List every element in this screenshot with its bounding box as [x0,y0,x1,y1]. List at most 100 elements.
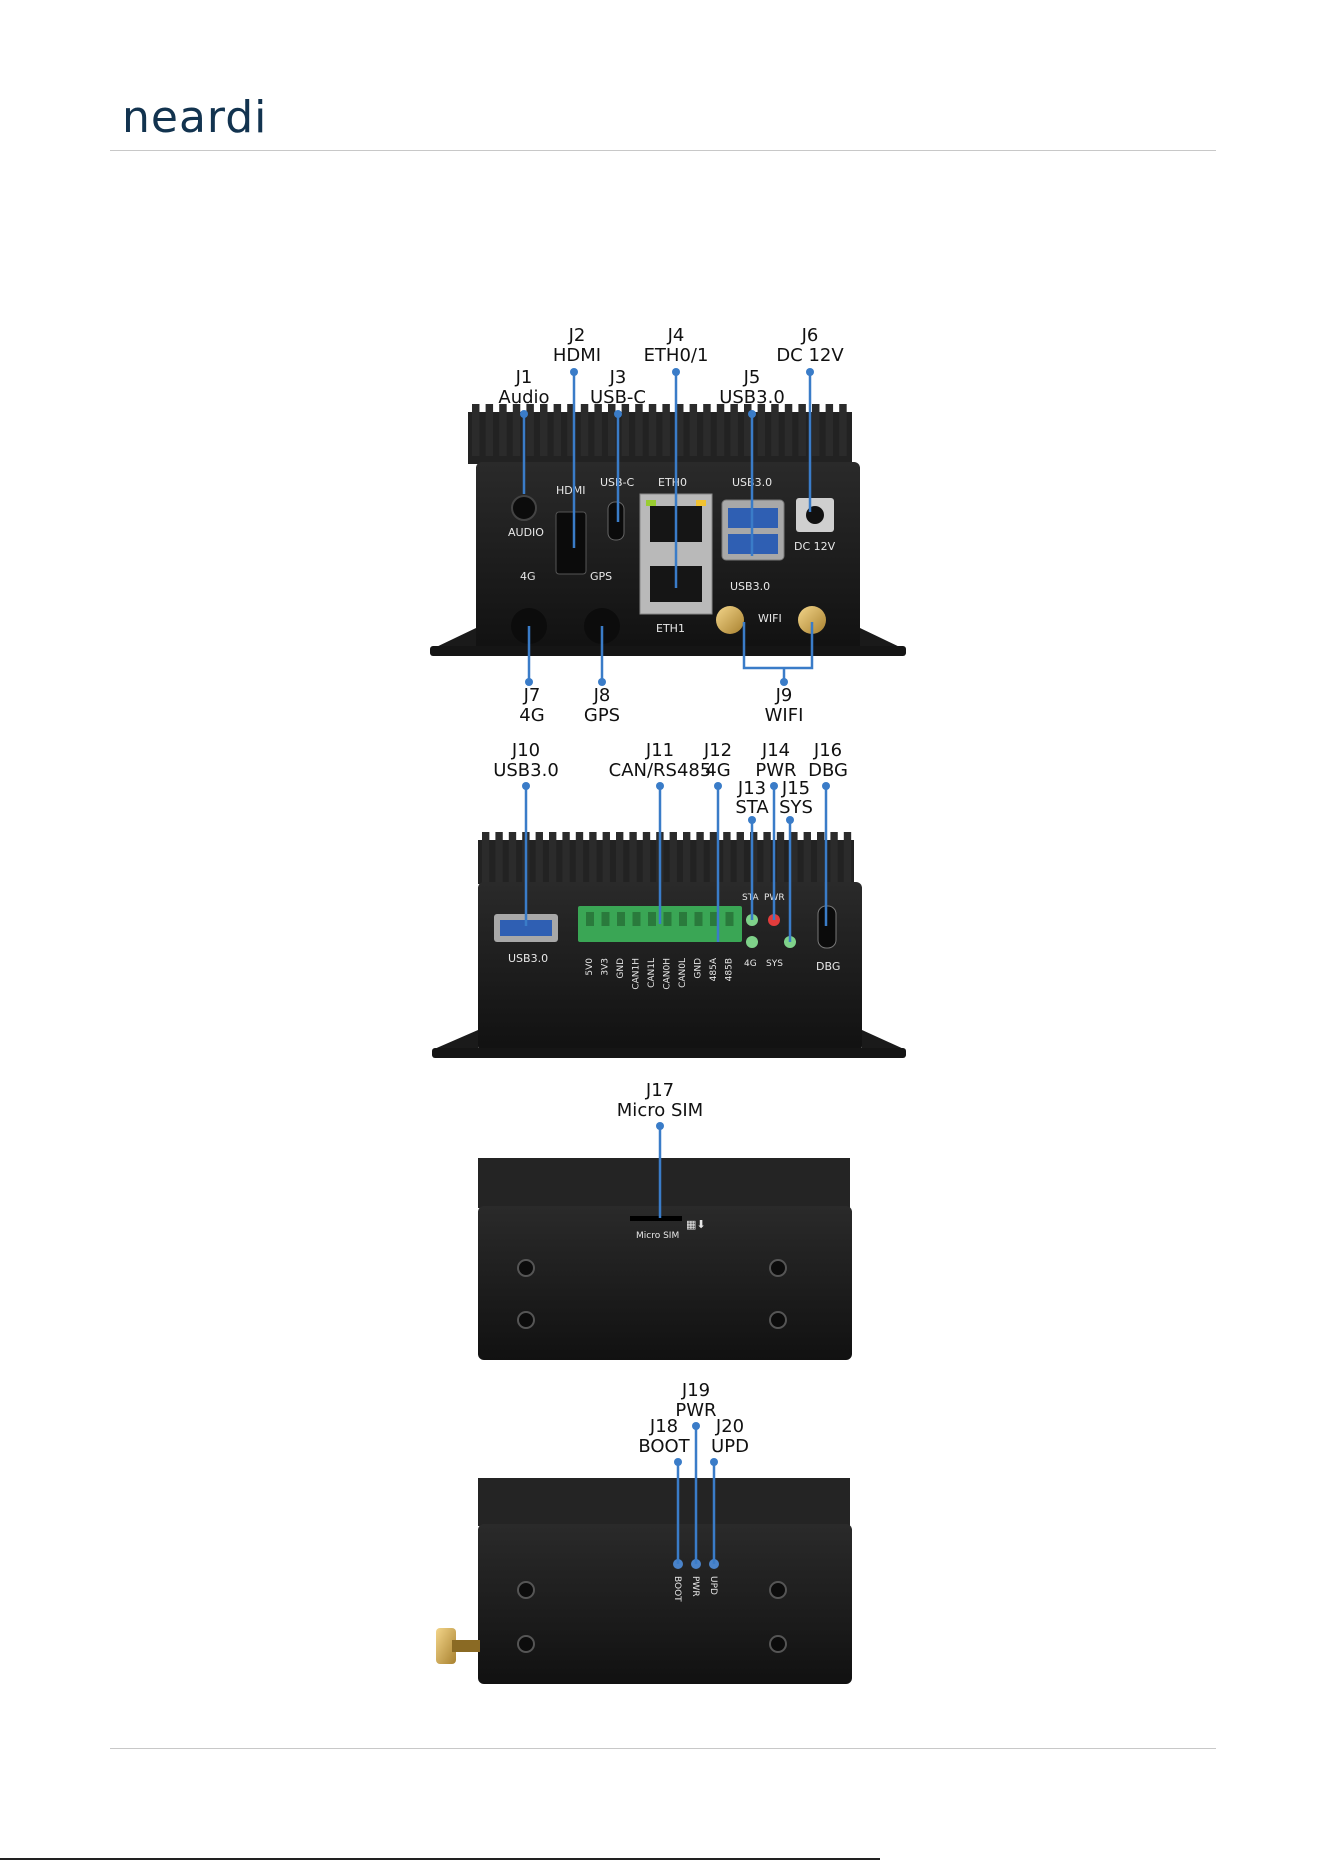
callout-id: J7 [523,685,541,706]
heatsink-fin [676,404,684,456]
callout-id: J8 [593,685,611,706]
heatsink-fin [482,832,490,884]
heatsink-fin [575,832,584,884]
callout-j7: J7 4G [519,685,544,726]
callout-label: 4G [705,760,730,781]
side-view-buttons: BOOT PWR UPD J18 BOOT J19 PWR J20 UPD [436,1380,852,1684]
callout-j1: J1 Audio [498,367,549,408]
usb-c-port [607,501,625,541]
callout-j18: J18 BOOT [638,1416,690,1457]
heatsink-fin [812,404,820,456]
callout-label: Audio [498,387,549,408]
footer-bar [0,1858,880,1860]
micro-sim-slot [630,1216,682,1221]
callout-label: USB-C [590,387,646,408]
side-view-sim: Micro SIM ▦⬇ J17 Micro SIM [478,1080,852,1360]
callout-j14: J14 PWR [755,740,796,781]
heatsink-fin [662,404,670,456]
callout-j2: J2 HDMI [553,325,601,366]
heatsink-fin [472,404,480,456]
antenna-wifi-2 [798,606,826,634]
callout-j10: J10 USB3.0 [493,740,559,781]
heatsink-fin [830,832,838,884]
heatsink-fin [629,832,637,884]
heatsink-fin [716,404,725,456]
callout-label: CAN/RS485 [609,760,712,781]
front-view: AUDIO HDMI USB-C ETH0 ETH1 USB3.0 USB3.0… [430,325,906,726]
callout-label: HDMI [553,345,601,366]
callout-label: SYS [779,797,813,818]
callout-j15: J15 SYS [779,778,813,818]
silk-eth0: ETH0 [658,476,687,489]
heatsink-fin [526,404,534,456]
heatsink-fin [763,832,771,884]
silk-micro-sim: Micro SIM [636,1231,679,1241]
terminal-pin-label: CAN0H [663,958,673,990]
heatsink-fin [495,832,503,884]
terminal-screw [725,912,734,926]
terminal-pin-label: 3V3 [601,958,611,976]
heatsink-fin [508,832,517,884]
callout-j19: J19 PWR [675,1380,716,1421]
callout-id: J5 [743,367,761,388]
heatsink-fin [485,404,494,456]
callout-label: ETH0/1 [644,345,709,366]
callout-id: J20 [715,1416,744,1437]
silk-4g-led: 4G [744,959,757,969]
heatsink-fin [553,404,562,456]
heatsink-fin [616,832,624,884]
heatsink-fin [803,832,811,884]
brand-logo: neardi [122,92,268,143]
silk-gps: GPS [590,570,612,583]
callout-id: J10 [511,740,540,761]
heatsink-fin [744,404,752,456]
callout-id: J15 [781,778,810,799]
callout-label: DC 12V [776,345,844,366]
terminal-pin-label: GND [616,958,626,979]
heatsink-fin [689,404,698,456]
callout-id: J18 [649,1416,678,1437]
callout-id: J2 [568,325,586,346]
terminal-screw [663,912,672,926]
callout-id: J3 [609,367,627,388]
heatsink-fin [825,404,834,456]
heatsink-fin [540,404,548,456]
terminal-screw [632,912,641,926]
side-chassis-2 [478,1524,852,1684]
heatsink-fin [642,832,651,884]
silk-dbg: DBG [816,960,840,973]
header-divider [110,150,1216,151]
footer-divider [110,1748,1216,1749]
terminal-screw [601,912,610,926]
led-4g [746,936,758,948]
terminal-screw [679,912,687,926]
side-antenna-connector [436,1628,456,1664]
heatsink-fin [696,832,704,884]
heatsink-fin [562,832,570,884]
heatsink-fin [798,404,806,456]
heatsink-fin [567,404,575,456]
callout-j12: J12 4G [703,740,732,781]
heatsink-fin [549,832,557,884]
terminal-screw [648,912,656,926]
audio-jack [511,495,537,521]
callout-id: J19 [681,1380,710,1401]
silk-usb3-bottom: USB3.0 [730,580,770,593]
silk-pwr-side: PWR [690,1576,700,1597]
callout-id: J9 [775,685,793,706]
sim-insert-icon: ▦⬇ [686,1218,706,1231]
terminal-pin-label: CAN1H [632,958,642,990]
silk-sys-led: SYS [766,959,783,969]
callout-label: USB3.0 [719,387,785,408]
front-heatsink [468,404,852,464]
heatsink-fin [843,832,852,884]
silk-hdmi: HDMI [556,484,585,497]
callout-j17: J17 Micro SIM [617,1080,703,1121]
terminal-pin-label: 485A [709,957,719,981]
heatsink-fin [817,832,825,884]
heatsink-fin [790,832,798,884]
callout-label: GPS [584,705,620,726]
callout-label: BOOT [638,1436,690,1457]
terminal-pin-label: GND [694,958,704,979]
